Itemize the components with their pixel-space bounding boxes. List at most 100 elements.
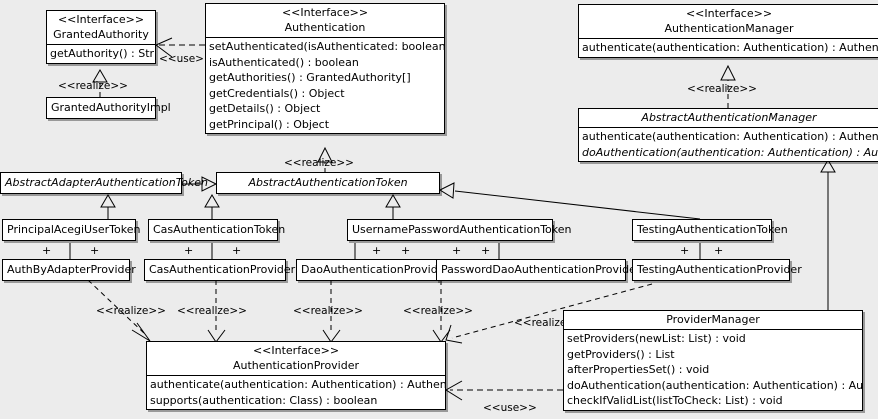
member: getProviders() : List	[567, 347, 675, 361]
multiplicity-marker: +	[481, 244, 491, 257]
member: getPrincipal() : Object	[209, 117, 330, 131]
class-abstract-authentication-manager[interactable]: AbstractAuthenticationManager authentica…	[578, 108, 878, 162]
multiplicity-marker: +	[714, 244, 724, 257]
class-header: PrincipalAcegiUserToken	[3, 220, 141, 240]
label-use-providermanager-authenticationprovider: <<use>>	[483, 402, 537, 414]
member: authenticate(authentication: Authenticat…	[582, 41, 878, 54]
class-name: Authentication	[284, 21, 366, 34]
association-links	[69, 243, 701, 259]
member: afterPropertiesSet() : void	[567, 363, 710, 376]
class-name: UsernamePasswordAuthenticationToken	[352, 223, 572, 236]
members-compartment: setProviders(newList: List) : void getPr…	[564, 330, 862, 410]
label-use-authentication-grantedauthority: <<use>>	[159, 53, 213, 65]
stereotype-label: <<Interface>>	[685, 7, 773, 20]
compartment-divider	[147, 375, 445, 376]
members-compartment: getAuthority() : String	[47, 45, 155, 63]
label-realize-authbyadapterprovider: <<realize>>	[96, 305, 166, 317]
class-header: AuthByAdapterProvider	[3, 260, 136, 280]
class-abstract-adapter-authentication-token[interactable]: AbstractAdapterAuthenticationToken	[0, 172, 208, 194]
label-realize-abstractauthenticationtoken: <<realize>>	[284, 157, 354, 169]
class-cas-authentication-token[interactable]: CasAuthenticationToken	[148, 219, 286, 241]
use-providermanager-authenticationprovider	[445, 380, 563, 401]
label-realize-passworddaoauthenticationprovider: <<realize>>	[403, 305, 473, 317]
multiplicity-marker: +	[372, 244, 382, 257]
member: doAuthentication(authentication: Authent…	[567, 378, 862, 392]
class-header: AbstractAuthenticationToken	[217, 173, 439, 193]
member: isAuthenticated() : boolean	[209, 55, 359, 69]
generalization-usernamepasswordtoken	[385, 194, 401, 219]
generalization-principalacegiusertoken	[100, 194, 116, 219]
class-testing-authentication-token[interactable]: TestingAuthenticationToken	[632, 219, 788, 241]
class-name: AuthByAdapterProvider	[7, 263, 136, 276]
class-username-password-authentication-token[interactable]: UsernamePasswordAuthenticationToken	[347, 219, 572, 241]
class-header: AbstractAdapterAuthenticationToken	[1, 173, 208, 193]
class-principal-acegi-user-token[interactable]: PrincipalAcegiUserToken	[2, 219, 141, 241]
class-provider-manager[interactable]: ProviderManager setProviders(newList: Li…	[563, 310, 863, 411]
class-header: ProviderManager	[564, 311, 862, 329]
generalization-providermanager	[820, 159, 836, 310]
members-compartment: authenticate(authentication: Authenticat…	[579, 128, 878, 161]
class-header: PasswordDaoAuthenticationProvider	[437, 260, 640, 280]
label-realize-grantedauthorityimpl: <<realize>>	[58, 80, 128, 92]
class-name: AuthenticationManager	[664, 22, 794, 35]
member: supports(authentication: Class) : boolea…	[150, 393, 378, 407]
class-header: TestingAuthenticationProvider	[633, 260, 802, 280]
members-compartment: authenticate(authentication: Authenticat…	[579, 39, 878, 57]
class-header: <<Interface>> GrantedAuthority	[47, 11, 155, 44]
class-header: <<Interface>> AuthenticationManager	[579, 5, 878, 38]
class-header: GrantedAuthorityImpl	[47, 98, 171, 118]
class-granted-authority[interactable]: <<Interface>> GrantedAuthority getAuthor…	[46, 10, 156, 64]
class-header: <<Interface>> AuthenticationProvider	[147, 342, 445, 375]
class-name: AbstractAuthenticationManager	[641, 111, 817, 124]
member: checkIfValidList(listToCheck: List) : vo…	[567, 394, 783, 407]
class-name: TestingAuthenticationToken	[637, 223, 788, 236]
member: getAuthority() : String	[50, 47, 155, 60]
class-header: TestingAuthenticationToken	[633, 220, 788, 240]
member: getDetails() : Object	[209, 102, 321, 115]
class-authentication-provider[interactable]: <<Interface>> AuthenticationProvider aut…	[146, 341, 446, 410]
generalization-casauthenticationtoken	[204, 194, 220, 219]
member: authenticate(authentication: Authenticat…	[150, 378, 445, 391]
member: setProviders(newList: List) : void	[567, 332, 746, 345]
class-name: AbstractAdapterAuthenticationToken	[5, 176, 208, 189]
stereotype-label: <<Interface>>	[281, 6, 369, 19]
multiplicity-marker: +	[90, 244, 100, 257]
stereotype-label: <<Interface>>	[57, 13, 145, 26]
class-auth-by-adapter-provider[interactable]: AuthByAdapterProvider	[2, 259, 136, 281]
class-abstract-authentication-token[interactable]: AbstractAuthenticationToken	[216, 172, 440, 194]
compartment-divider	[47, 44, 155, 45]
member: authenticate(authentication: Authenticat…	[582, 130, 878, 143]
class-header: AbstractAuthenticationManager	[579, 109, 878, 127]
member: setAuthenticated(isAuthenticated: boolea…	[209, 40, 444, 53]
compartment-divider	[579, 127, 878, 128]
class-dao-authentication-provider[interactable]: DaoAuthenticationProvider	[296, 259, 449, 281]
class-header: DaoAuthenticationProvider	[297, 260, 449, 280]
class-name: PrincipalAcegiUserToken	[7, 223, 141, 236]
class-header: CasAuthenticationProvider	[145, 260, 296, 280]
compartment-divider	[206, 37, 444, 38]
class-name: ProviderManager	[666, 313, 760, 326]
label-realize-casauthenticationprovider: <<realize>>	[177, 305, 247, 317]
class-authentication[interactable]: <<Interface>> Authentication setAuthenti…	[205, 3, 445, 134]
multiplicity-marker: +	[232, 244, 242, 257]
class-header: CasAuthenticationToken	[149, 220, 286, 240]
multiplicity-marker: +	[680, 244, 690, 257]
class-cas-authentication-provider[interactable]: CasAuthenticationProvider	[144, 259, 296, 281]
class-name: AbstractAuthenticationToken	[248, 176, 408, 189]
class-testing-authentication-provider[interactable]: TestingAuthenticationProvider	[632, 259, 802, 281]
class-authentication-manager[interactable]: <<Interface>> AuthenticationManager auth…	[578, 4, 878, 58]
label-realize-abstractauthenticationmanager: <<realize>>	[687, 83, 757, 95]
class-name: DaoAuthenticationProvider	[301, 263, 449, 276]
class-name: CasAuthenticationToken	[153, 223, 286, 236]
class-header: <<Interface>> Authentication	[206, 4, 444, 37]
compartment-divider	[579, 38, 878, 39]
members-compartment: authenticate(authentication: Authenticat…	[147, 376, 445, 409]
label-realize-daoauthenticationprovider: <<realize>>	[293, 305, 363, 317]
multiplicity-marker: +	[452, 244, 462, 257]
class-password-dao-authentication-provider[interactable]: PasswordDaoAuthenticationProvider	[436, 259, 640, 281]
class-name: CasAuthenticationProvider	[149, 263, 296, 276]
members-compartment: setAuthenticated(isAuthenticated: boolea…	[206, 38, 444, 133]
generalization-testingauthenticationtoken	[438, 182, 701, 220]
class-granted-authority-impl[interactable]: GrantedAuthorityImpl	[46, 97, 171, 119]
